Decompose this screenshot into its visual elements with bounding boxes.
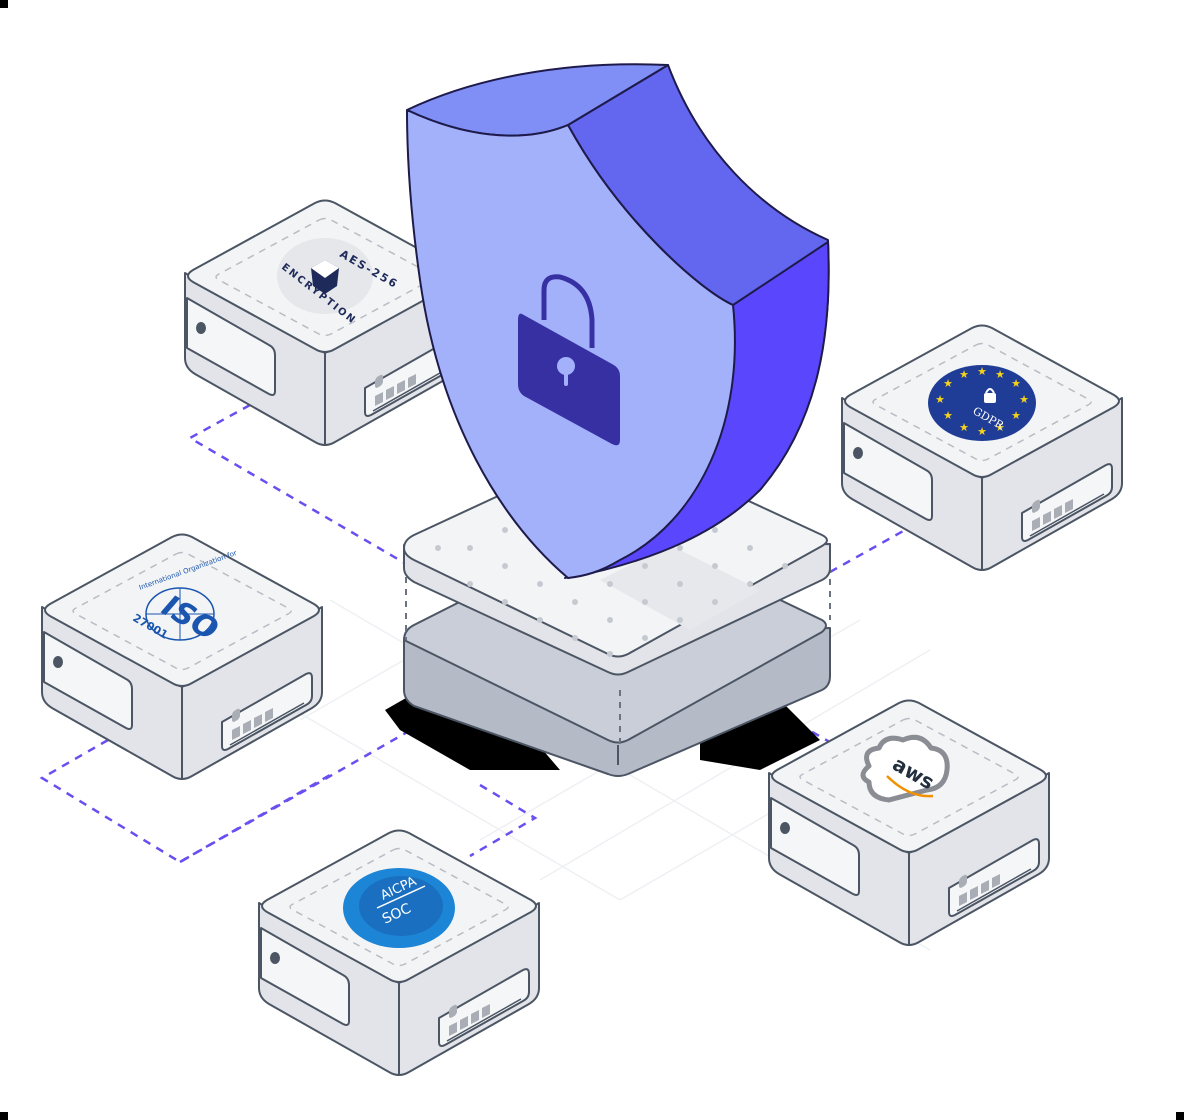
server-aicpa-soc: AICPA SOC bbox=[258, 829, 540, 1077]
svg-text:★: ★ bbox=[959, 368, 969, 381]
lock-icon bbox=[518, 274, 620, 446]
svg-text:★: ★ bbox=[943, 409, 953, 422]
svg-text:★: ★ bbox=[959, 421, 969, 434]
connector-lines bbox=[39, 403, 906, 864]
svg-text:★: ★ bbox=[1019, 393, 1029, 406]
server-aws: aws bbox=[768, 699, 1050, 947]
svg-text:★: ★ bbox=[977, 425, 987, 438]
svg-text:★: ★ bbox=[1011, 409, 1021, 422]
corner-mark-top-left bbox=[0, 0, 8, 8]
platform-dots bbox=[435, 509, 788, 657]
svg-text:★: ★ bbox=[995, 421, 1005, 434]
svg-text:★: ★ bbox=[977, 365, 987, 378]
svg-text:★: ★ bbox=[943, 377, 953, 390]
corner-mark-bottom-right bbox=[1176, 1112, 1184, 1120]
svg-text:★: ★ bbox=[1011, 377, 1021, 390]
server-aes-256: AES-256 ENCRYPTION bbox=[184, 199, 466, 447]
shield-with-lock bbox=[406, 63, 830, 579]
server-gdpr: ★★★ ★★ ★★ ★★ ★★★ GDPR bbox=[841, 324, 1123, 572]
svg-text:★: ★ bbox=[995, 368, 1005, 381]
svg-text:★: ★ bbox=[935, 393, 945, 406]
server-iso-27001: ISO 27001 International Organization for bbox=[41, 533, 323, 781]
corner-mark-bottom-left bbox=[0, 1112, 8, 1120]
